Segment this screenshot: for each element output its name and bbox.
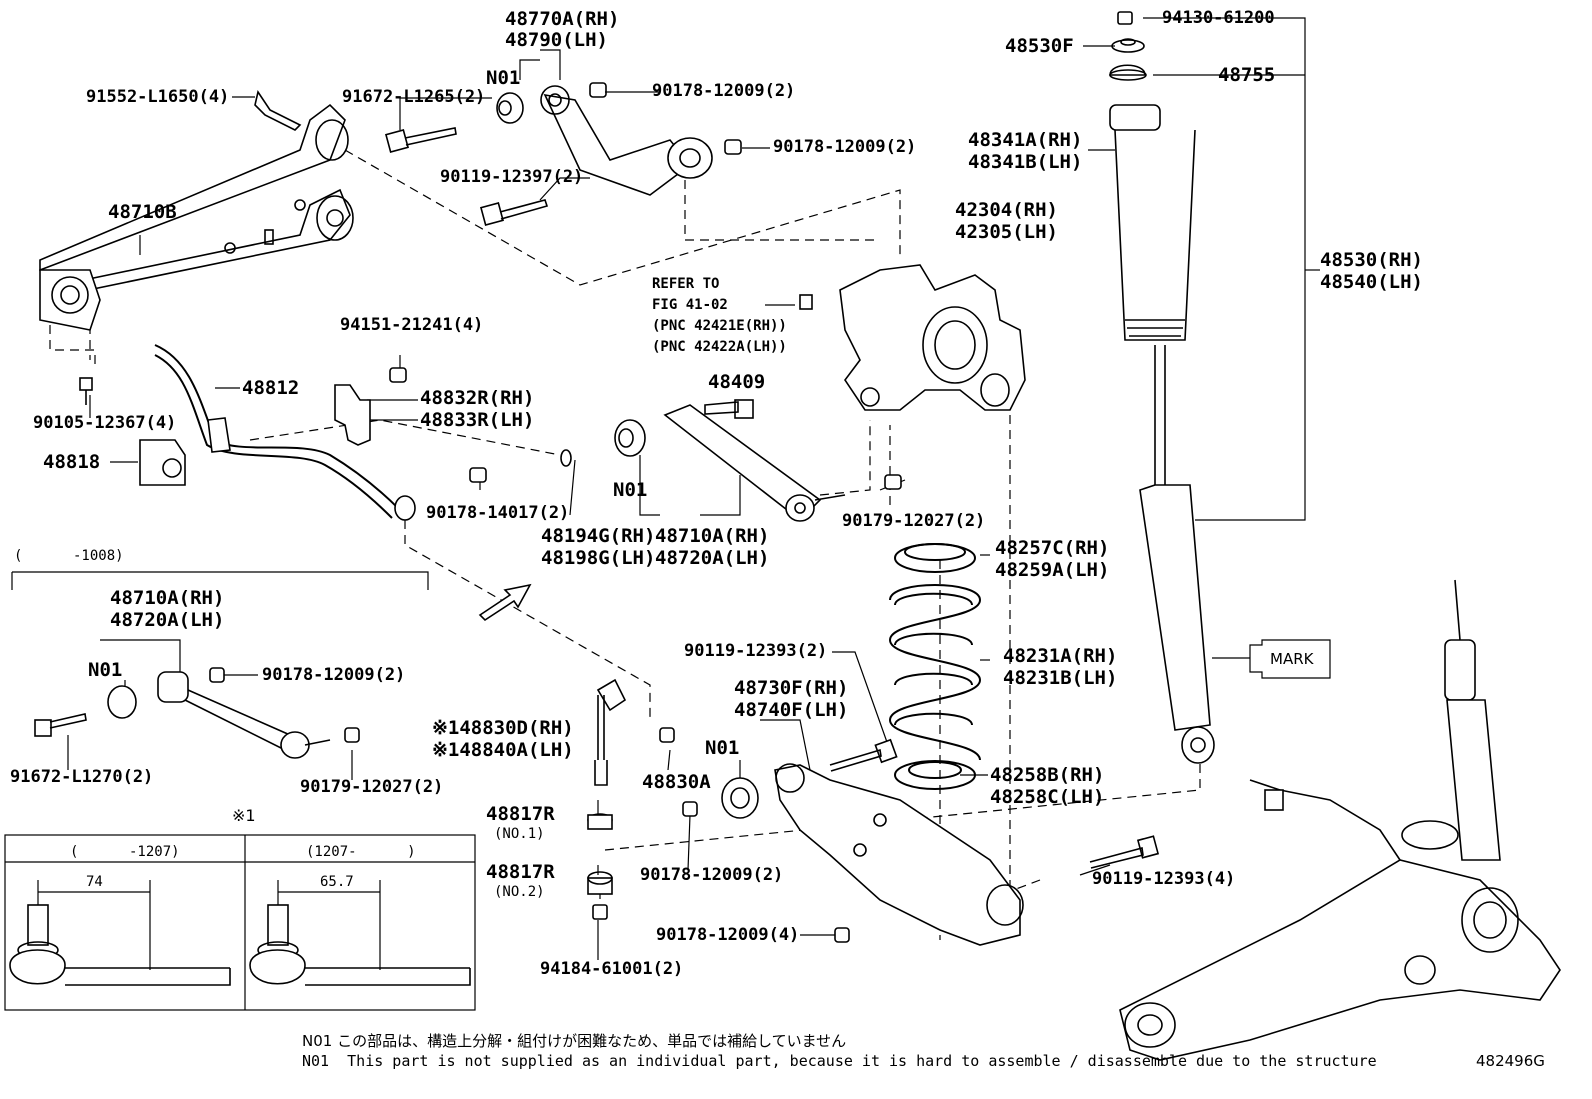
label-48194g: 48194G(RH) bbox=[541, 525, 656, 547]
label-48755: 48755 bbox=[1218, 64, 1276, 86]
lower-arm-48730f-drawing bbox=[721, 763, 1024, 946]
bolts-drawing bbox=[34, 90, 1160, 869]
knuckle-42304-drawing bbox=[839, 264, 1026, 411]
label-48258b: 48258B(RH) bbox=[990, 764, 1105, 786]
note-jp: N01 この部品は、構造上分解・組付けが困難なため、単品では補給していません bbox=[302, 1032, 847, 1050]
label-90178-12009-left: 90178-12009(2) bbox=[262, 665, 406, 685]
label-48790: 48790(LH) bbox=[505, 29, 608, 51]
inset-lateral-link-drawing bbox=[107, 671, 331, 759]
direction-arrow bbox=[478, 583, 532, 622]
label-no1: (NO.1) bbox=[494, 826, 545, 842]
label-48710a-mid: 48710A(RH) bbox=[655, 525, 770, 547]
label-91672-1265: 91672-L1265(2) bbox=[342, 87, 486, 107]
label-90179-12027-mid: 90179-12027(2) bbox=[842, 511, 986, 531]
toe-link-48770a-drawing bbox=[496, 82, 742, 196]
label-48830d: ※148830D(RH) bbox=[432, 717, 574, 739]
inset-frames bbox=[4, 571, 476, 1011]
label-91672-1270: 91672-L1270(2) bbox=[10, 767, 154, 787]
label-48833r: 48833R(LH) bbox=[420, 409, 535, 431]
label-90178-12009-low: 90178-12009(2) bbox=[640, 865, 784, 885]
label-48720a-left: 48720A(LH) bbox=[110, 609, 225, 631]
label-48832r: 48832R(RH) bbox=[420, 387, 535, 409]
label-48341b: 48341B(LH) bbox=[968, 151, 1083, 173]
label-48817r-1: 48817R bbox=[486, 803, 555, 825]
label-48198g: 48198G(LH) bbox=[541, 547, 656, 569]
inset-star-label: ※1 bbox=[232, 806, 256, 825]
label-48409: 48409 bbox=[708, 371, 766, 393]
label-90119-12397: 90119-12397(2) bbox=[440, 167, 584, 187]
label-48259a: 48259A(LH) bbox=[995, 559, 1110, 581]
label-48231a: 48231A(RH) bbox=[1003, 645, 1118, 667]
label-90105: 90105-12367(4) bbox=[33, 413, 177, 433]
figure-code: 482496G bbox=[1476, 1052, 1545, 1070]
note-en: N01 This part is not supplied as an indi… bbox=[302, 1052, 1377, 1070]
label-48231b: 48231B(LH) bbox=[1003, 667, 1118, 689]
refer-line-3: (PNC 42421E(RH)) bbox=[652, 318, 787, 334]
inset-range-top: ( -1008) bbox=[14, 548, 124, 564]
label-48812: 48812 bbox=[242, 377, 300, 399]
label-n01-top: N01 bbox=[486, 67, 521, 89]
assembled-suspension-drawing bbox=[1119, 579, 1561, 1061]
label-no2: (NO.2) bbox=[494, 884, 545, 900]
nuts-drawing bbox=[209, 11, 1133, 943]
refer-line-2: FIG 41-02 bbox=[652, 297, 728, 313]
label-90179-12027-left: 90179-12027(2) bbox=[300, 777, 444, 797]
label-94151: 94151-21241(4) bbox=[340, 315, 484, 335]
label-42304: 42304(RH) bbox=[955, 199, 1058, 221]
label-48770a: 48770A(RH) bbox=[505, 8, 620, 30]
mark-label: MARK bbox=[1270, 650, 1314, 668]
label-90178-14017: 90178-14017(2) bbox=[426, 503, 570, 523]
inset-right-dim: 65.7 bbox=[320, 874, 354, 890]
label-91552: 91552-L1650(4) bbox=[86, 87, 230, 107]
label-48540: 48540(LH) bbox=[1320, 271, 1423, 293]
label-n01-mid: N01 bbox=[613, 479, 648, 501]
lateral-link-48710a-mid-drawing bbox=[614, 404, 846, 522]
inset-right-range: (1207- ) bbox=[306, 844, 416, 860]
bushing-48818-drawing bbox=[139, 439, 186, 486]
label-48817r-2: 48817R bbox=[486, 861, 555, 883]
label-90119-12393-4: 90119-12393(4) bbox=[1092, 869, 1236, 889]
label-48257c: 48257C(RH) bbox=[995, 537, 1110, 559]
label-42305: 42305(LH) bbox=[955, 221, 1058, 243]
label-n01-left: N01 bbox=[88, 659, 123, 681]
label-90178-b: 90178-12009(2) bbox=[773, 137, 917, 157]
label-48830a: 48830A bbox=[642, 771, 711, 793]
refer-line-4: (PNC 42422A(LH)) bbox=[652, 339, 787, 355]
label-48710b: 48710B bbox=[108, 201, 177, 223]
label-90178-a: 90178-12009(2) bbox=[652, 81, 796, 101]
inset-left-range: ( -1207) bbox=[70, 844, 180, 860]
inset-link-drawings bbox=[9, 904, 471, 986]
label-48740f: 48740F(LH) bbox=[734, 699, 849, 721]
label-48840a: ※148840A(LH) bbox=[432, 739, 574, 761]
stabilizer-bar-48812-drawing bbox=[154, 344, 416, 521]
label-48258c: 48258C(LH) bbox=[990, 786, 1105, 808]
bracket-48832r-drawing bbox=[334, 384, 371, 446]
label-48530f: 48530F bbox=[1005, 35, 1074, 57]
refer-line-1: REFER TO bbox=[652, 276, 720, 292]
label-90178-12009-4: 90178-12009(4) bbox=[656, 925, 800, 945]
stabilizer-link-48830d-drawing bbox=[587, 678, 627, 920]
label-48818: 48818 bbox=[43, 451, 101, 473]
label-48710a-left: 48710A(RH) bbox=[110, 587, 225, 609]
inset-left-dim: 74 bbox=[86, 874, 103, 890]
coil-spring-48231a-drawing bbox=[888, 543, 982, 790]
upper-arm-48710b-drawing bbox=[39, 103, 354, 331]
label-48341a: 48341A(RH) bbox=[968, 129, 1083, 151]
shock-absorber-48530-drawing bbox=[1109, 38, 1215, 764]
label-94184: 94184-61001(2) bbox=[540, 959, 684, 979]
mark-callout-box bbox=[1249, 639, 1331, 679]
label-n01-low: N01 bbox=[705, 737, 740, 759]
label-90119-12393-a: 90119-12393(2) bbox=[684, 641, 828, 661]
leader-lines bbox=[67, 17, 1320, 960]
label-48730f: 48730F(RH) bbox=[734, 677, 849, 699]
label-48720a-mid: 48720A(LH) bbox=[655, 547, 770, 569]
label-94130: 94130-61200 bbox=[1162, 8, 1275, 28]
label-48530: 48530(RH) bbox=[1320, 249, 1423, 271]
